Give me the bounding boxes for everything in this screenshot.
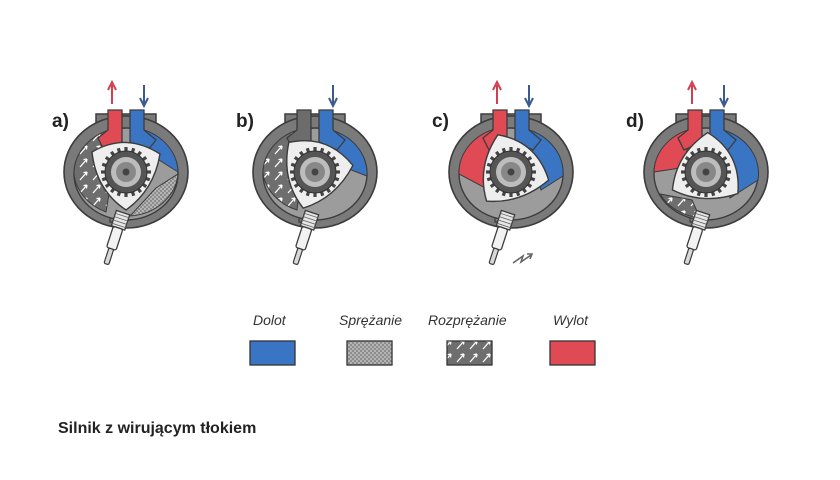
compression-chamber (128, 173, 179, 217)
legend-swatch-compression (346, 340, 393, 366)
legend-label-intake: Dolot (253, 312, 287, 328)
intake-arrow-icon (719, 85, 729, 109)
engine-stage-ignition (448, 79, 574, 265)
legend-label-expansion: Rozprężanie (428, 312, 507, 328)
gear-icon (101, 147, 151, 197)
legend-swatch-expansion (446, 340, 493, 366)
exhaust-arrow-icon (107, 79, 117, 104)
spark-plug-icon (488, 209, 516, 265)
stage-label-c: c) (432, 111, 449, 132)
intake-arrow-icon (328, 85, 338, 109)
gear-icon (290, 147, 340, 197)
intake-arrow-icon (139, 85, 149, 109)
legend-swatch-exhaust (549, 340, 596, 366)
spark-icon (512, 253, 532, 265)
stage-label-b: b) (236, 111, 254, 132)
exhaust-port (677, 109, 703, 151)
intake-port (129, 109, 157, 151)
spark-plug-icon (292, 209, 320, 265)
engine-stage-intake (63, 79, 189, 265)
legend: Dolot Sprężanie Rozprężanie Wylot (249, 312, 596, 366)
gear-icon (681, 147, 731, 197)
exhaust-arrow-icon (687, 79, 697, 104)
intake-arrow-icon (524, 85, 534, 109)
engine-stage-compression (252, 85, 378, 265)
engine-stage-exhaust (643, 79, 769, 265)
figure-caption: Silnik z wirującym tłokiem (58, 420, 257, 437)
legend-swatch-intake (249, 340, 296, 366)
legend-label-exhaust: Wylot (553, 312, 589, 328)
exhaust-arrow-icon (492, 79, 502, 104)
stage-label-d: d) (626, 111, 644, 132)
spark-plug-icon (103, 209, 131, 265)
gear-icon (486, 147, 536, 197)
spark-plug-icon (683, 209, 711, 265)
legend-label-compression: Sprężanie (339, 312, 402, 328)
stage-label-a: a) (52, 111, 69, 132)
